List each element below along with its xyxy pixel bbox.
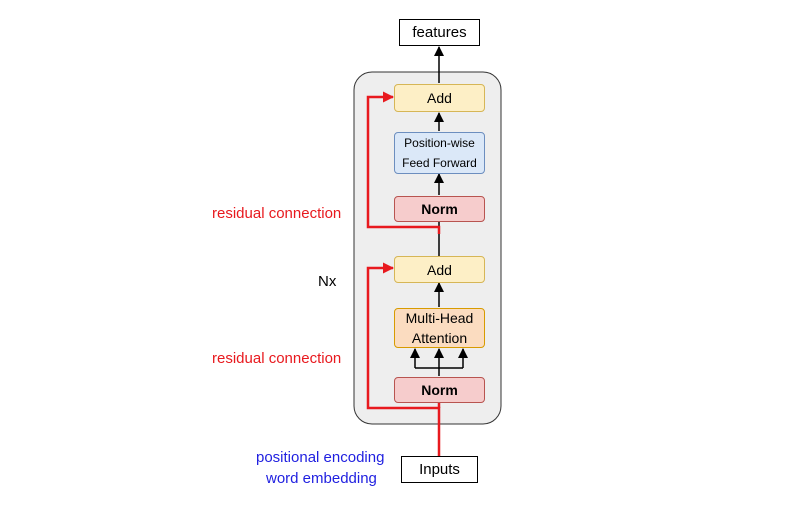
attention-label-line1: Multi-Head: [405, 310, 474, 326]
inputs-label: Inputs: [419, 461, 460, 478]
lower-add-label: Add: [427, 261, 452, 278]
upper-norm-label: Norm: [421, 201, 458, 217]
lower-norm-label: Norm: [421, 382, 458, 398]
upper-add-label: Add: [427, 90, 452, 106]
attention-label-line2: Attention: [411, 330, 468, 346]
feed-forward-box: Position-wise Feed Forward: [394, 132, 485, 174]
positional-encoding-label: positional encoding: [256, 449, 385, 466]
repeat-label: Nx: [318, 273, 337, 290]
word-embedding-label: word embedding: [266, 470, 377, 487]
features-label: features: [412, 24, 467, 41]
lower-residual-label: residual connection: [212, 350, 342, 367]
upper-norm-box: Norm: [394, 196, 485, 222]
ffn-label-line1: Position-wise: [404, 136, 475, 150]
residual-path-upper: [366, 91, 441, 234]
features-box: features: [399, 19, 480, 46]
upper-add-box: Add: [394, 84, 485, 112]
upper-residual-label: residual connection: [212, 205, 342, 222]
lower-norm-box: Norm: [394, 377, 485, 403]
ffn-label-line2: Feed Forward: [402, 156, 477, 170]
inputs-box: Inputs: [401, 456, 478, 483]
encoder-layer-container: [353, 71, 502, 425]
residual-path-lower: [366, 262, 441, 456]
lower-add-box: Add: [394, 256, 485, 283]
multi-head-attention-box: Multi-Head Attention: [394, 308, 485, 348]
